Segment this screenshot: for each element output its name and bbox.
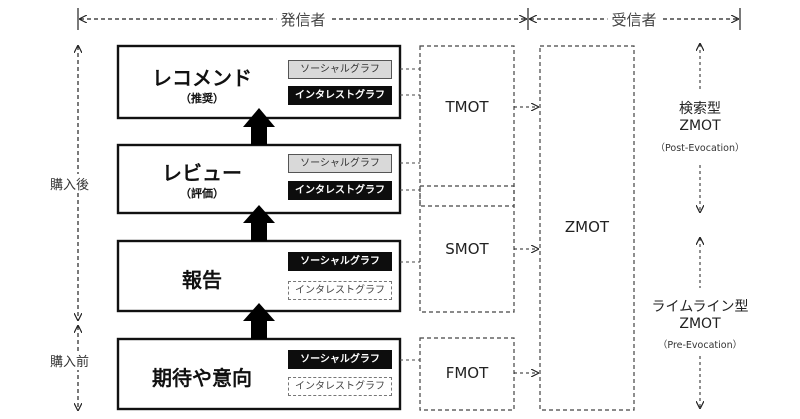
stage-subtitle-review: （評価） [180,187,224,200]
search-zmot-label: ZMOT [679,118,721,134]
timeline-type-label: ライムライン型 [651,299,749,315]
search-zmot-sublabel: （Post-Evocation） [655,143,745,154]
stage-title-review: レビュー [162,161,242,185]
interest-graph-tag: インタレストグラフ [288,377,392,396]
receiver-label: 受信者 [607,9,661,30]
zmot-box [539,45,635,411]
fmot-label: FMOT [445,364,489,382]
social-graph-tag: ソーシャルグラフ [288,252,392,271]
stage-title-report: 報告 [182,268,222,292]
social-graph-tag: ソーシャルグラフ [288,154,392,173]
interest-graph-tag: インタレストグラフ [288,281,392,300]
zmot-label: ZMOT [564,218,610,236]
tmot-label: TMOT [445,98,489,116]
smot-label: SMOT [445,240,489,258]
timeline-zmot-sublabel: （Pre-Evocation） [657,340,743,351]
search-type-label: 検索型 [679,101,721,117]
stage-subtitle-recommend: （推奨） [180,92,224,105]
up-arrow-icon [243,205,275,241]
sender-range-arrow [77,8,529,30]
connector-lines [400,68,420,361]
up-arrow-icon [243,108,275,145]
post-purchase-label: 購入後 [50,174,90,193]
interest-graph-tag: インタレストグラフ [288,86,392,105]
social-graph-tag: ソーシャルグラフ [288,60,392,79]
interest-graph-tag: インタレストグラフ [288,181,392,200]
stage-title-recommend: レコメンド [152,66,252,90]
pre-purchase-label: 購入前 [50,351,90,370]
sender-label: 発信者 [276,9,330,30]
social-graph-tag: ソーシャルグラフ [288,350,392,369]
stage-box-recommend [116,44,402,120]
timeline-zmot-label: ZMOT [679,316,721,332]
up-arrow-icon [243,303,275,339]
receiver-range-arrow [530,8,741,30]
fmot-box [419,337,515,411]
stage-title-expectation: 期待や意向 [152,366,252,390]
tmot-box [419,45,515,207]
